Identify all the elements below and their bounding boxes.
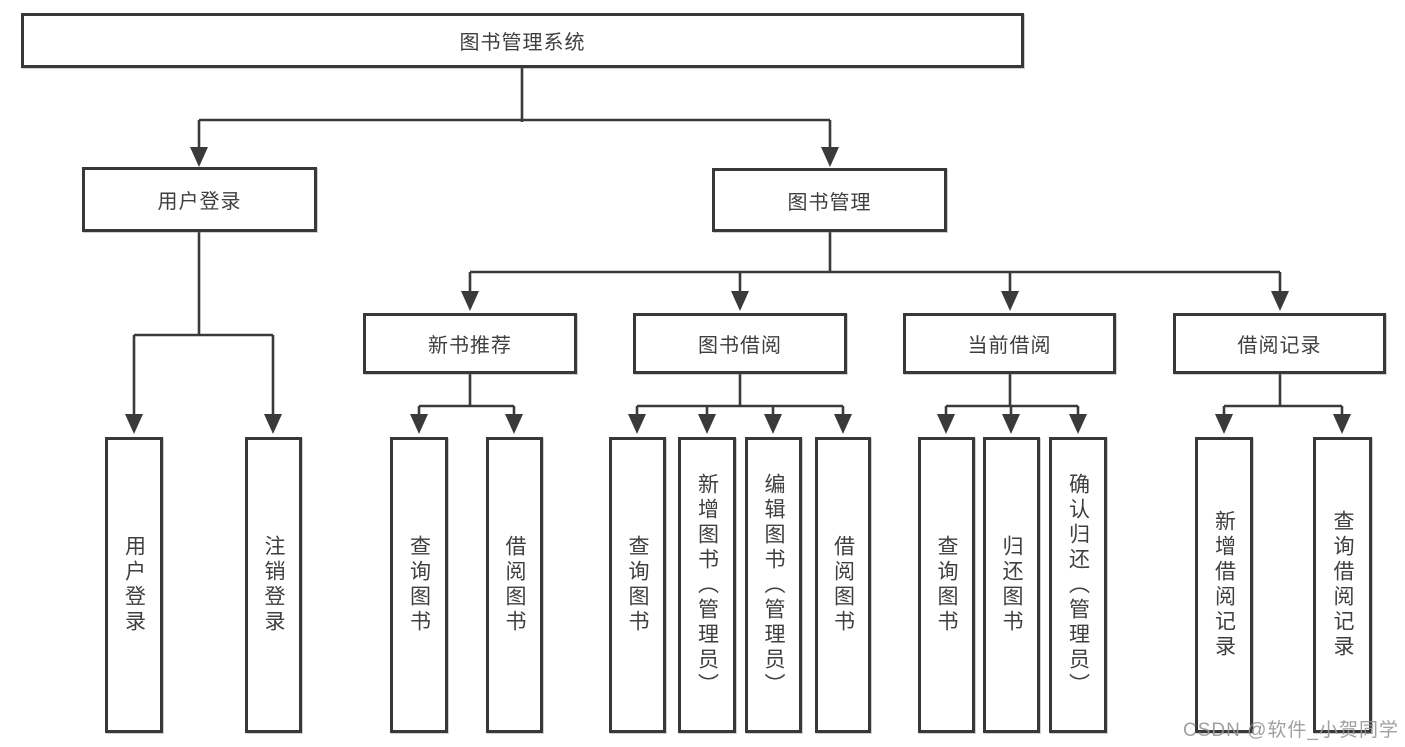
node-new-book-recommendation: 新书推荐 <box>363 313 577 374</box>
node-leaf-add-book-admin: 新增图书（管理员） <box>678 437 736 733</box>
node-book-management: 图书管理 <box>712 168 947 232</box>
node-leaf-query-borrow-record: 查询借阅记录 <box>1313 437 1372 733</box>
node-leaf-borrow-books-borrowing: 借阅图书 <box>815 437 871 733</box>
node-root: 图书管理系统 <box>21 13 1024 68</box>
node-leaf-return-books: 归还图书 <box>983 437 1040 733</box>
node-leaf-query-books-borrowing: 查询图书 <box>609 437 666 733</box>
node-leaf-edit-book-admin: 编辑图书（管理员） <box>745 437 802 733</box>
node-leaf-query-books-recommend: 查询图书 <box>390 437 448 733</box>
node-leaf-user-login: 用户登录 <box>105 437 163 733</box>
node-user-login: 用户登录 <box>82 167 317 232</box>
watermark-text: CSDN @软件_小贺同学 <box>1183 720 1399 741</box>
node-leaf-query-books-current: 查询图书 <box>918 437 975 733</box>
node-borrowing-records: 借阅记录 <box>1173 313 1386 374</box>
node-leaf-confirm-return-admin: 确认归还（管理员） <box>1049 437 1107 733</box>
node-book-borrowing: 图书借阅 <box>633 313 847 374</box>
node-current-borrowing: 当前借阅 <box>903 313 1116 374</box>
node-leaf-logout: 注销登录 <box>245 437 302 733</box>
node-leaf-borrow-books-recommend: 借阅图书 <box>486 437 543 733</box>
node-leaf-add-borrow-record: 新增借阅记录 <box>1195 437 1253 733</box>
